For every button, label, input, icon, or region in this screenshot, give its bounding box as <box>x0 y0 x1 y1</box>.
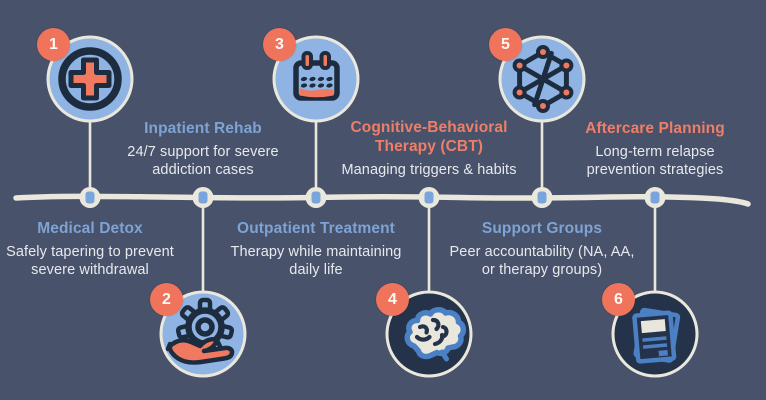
connector-lines <box>88 118 657 295</box>
step5-subtitle: Peer accountability (NA, AA, or therapy … <box>449 244 635 279</box>
step5-text: Support Groups Peer accountability (NA, … <box>430 219 654 280</box>
step4-icon-bubble: 4 <box>376 283 474 379</box>
step2-title: Inpatient Rehab <box>144 119 262 137</box>
step-number-badge: 2 <box>150 283 183 316</box>
step1-icon-bubble: 1 <box>37 28 135 124</box>
step4-subtitle: Managing triggers & habits <box>341 162 517 179</box>
documents-icon <box>611 290 699 378</box>
step1-subtitle: Safely tapering to prevent severe withdr… <box>6 244 174 279</box>
network-graph-icon <box>498 35 586 123</box>
step6-text: Aftercare Planning Long-term relapse pre… <box>543 119 766 180</box>
medical-cross-icon <box>46 35 134 123</box>
step1-text: Medical Detox Safely tapering to prevent… <box>0 219 202 280</box>
step4-text: Cognitive-Behavioral Therapy (CBT) Manag… <box>317 118 541 180</box>
step3-subtitle: Therapy while maintaining daily life <box>230 244 402 279</box>
step-number: 3 <box>275 35 284 53</box>
step-number: 4 <box>388 290 397 308</box>
step5-icon-bubble: 5 <box>489 28 587 124</box>
step6-icon-bubble: 6 <box>602 283 700 379</box>
timeline-node-1 <box>79 187 101 208</box>
step-number-badge: 5 <box>489 28 522 61</box>
step3-icon-bubble: 3 <box>263 28 361 124</box>
step5-title: Support Groups <box>481 220 603 237</box>
timeline-nodes <box>79 187 666 208</box>
network-nodes <box>512 45 574 113</box>
gear-hand-icon <box>159 290 247 378</box>
step2-icon-bubble: 2 <box>150 283 248 379</box>
timeline-node-4 <box>418 187 440 208</box>
step2-text: Inpatient Rehab 24/7 support for severe … <box>91 119 315 180</box>
step6-subtitle: Long-term relapse prevention strategies <box>586 144 724 179</box>
timeline-node-3 <box>305 187 327 208</box>
calendar-dots <box>300 76 333 88</box>
step-number: 2 <box>162 290 171 308</box>
calendar-icon <box>272 35 360 123</box>
step-number-badge: 6 <box>602 283 635 316</box>
step3-text: Outpatient Treatment Therapy while maint… <box>204 219 428 280</box>
timeline-line <box>13 193 751 207</box>
step-number-badge: 1 <box>37 28 70 61</box>
brain-icon <box>385 290 473 378</box>
step-number: 5 <box>501 35 510 53</box>
step3-title: Outpatient Treatment <box>237 220 395 237</box>
step-number: 1 <box>49 35 58 53</box>
step1-title: Medical Detox <box>37 220 143 237</box>
step-number-badge: 4 <box>376 283 409 316</box>
step4-title: Cognitive-Behavioral Therapy (CBT) <box>350 118 508 155</box>
timeline-node-6 <box>644 187 666 208</box>
step2-subtitle: 24/7 support for severe addiction cases <box>127 144 279 179</box>
step-number: 6 <box>614 290 623 308</box>
timeline-node-2 <box>192 187 214 208</box>
step-number-badge: 3 <box>263 28 296 61</box>
timeline-node-5 <box>531 187 553 208</box>
step6-title: Aftercare Planning <box>585 119 725 137</box>
